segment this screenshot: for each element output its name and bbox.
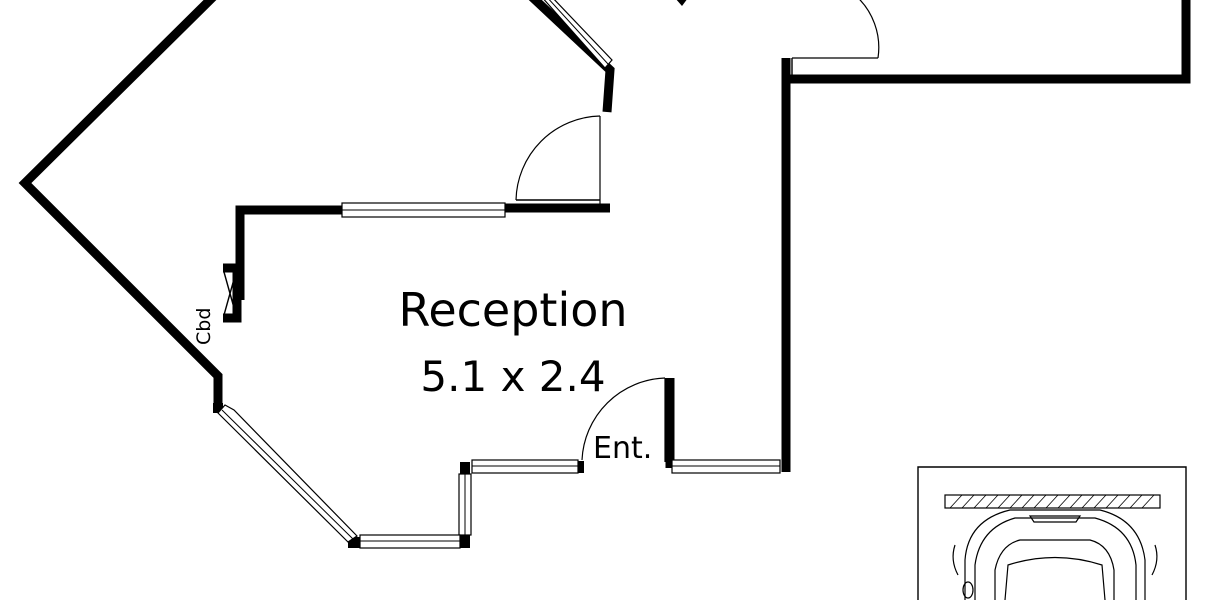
windows bbox=[217, 0, 781, 549]
window-bay-diagonal bbox=[217, 404, 358, 543]
wall-post bbox=[460, 462, 470, 474]
entrance-door-swing bbox=[581, 377, 666, 461]
doors bbox=[515, 0, 880, 462]
wall-post bbox=[213, 403, 223, 413]
wall-left-room bbox=[18, 0, 223, 410]
room-name: Reception bbox=[398, 283, 627, 337]
wall-post bbox=[460, 535, 470, 548]
window-upper-diagonal bbox=[543, 0, 613, 69]
cupboard-label: Cbd bbox=[193, 308, 215, 345]
top-wall-mark bbox=[676, 0, 687, 6]
wall-reception-top bbox=[235, 205, 342, 300]
wall-cupboard bbox=[223, 263, 242, 323]
wall-upper-diagonal bbox=[528, 0, 615, 113]
walls bbox=[18, 0, 1191, 548]
car-icon bbox=[952, 509, 1158, 600]
wall-post bbox=[576, 461, 584, 473]
interior-door-swing bbox=[515, 115, 601, 201]
wall-right-vertical bbox=[781, 0, 1191, 472]
cupboard: Cbd bbox=[193, 271, 237, 345]
wall-post bbox=[348, 537, 360, 548]
garage-outline bbox=[917, 466, 1187, 600]
garage-area bbox=[917, 466, 1187, 600]
room-dimensions: 5.1 x 2.4 bbox=[420, 352, 605, 401]
top-door-swing bbox=[859, 0, 880, 59]
entrance-label: Ent. bbox=[593, 431, 652, 466]
